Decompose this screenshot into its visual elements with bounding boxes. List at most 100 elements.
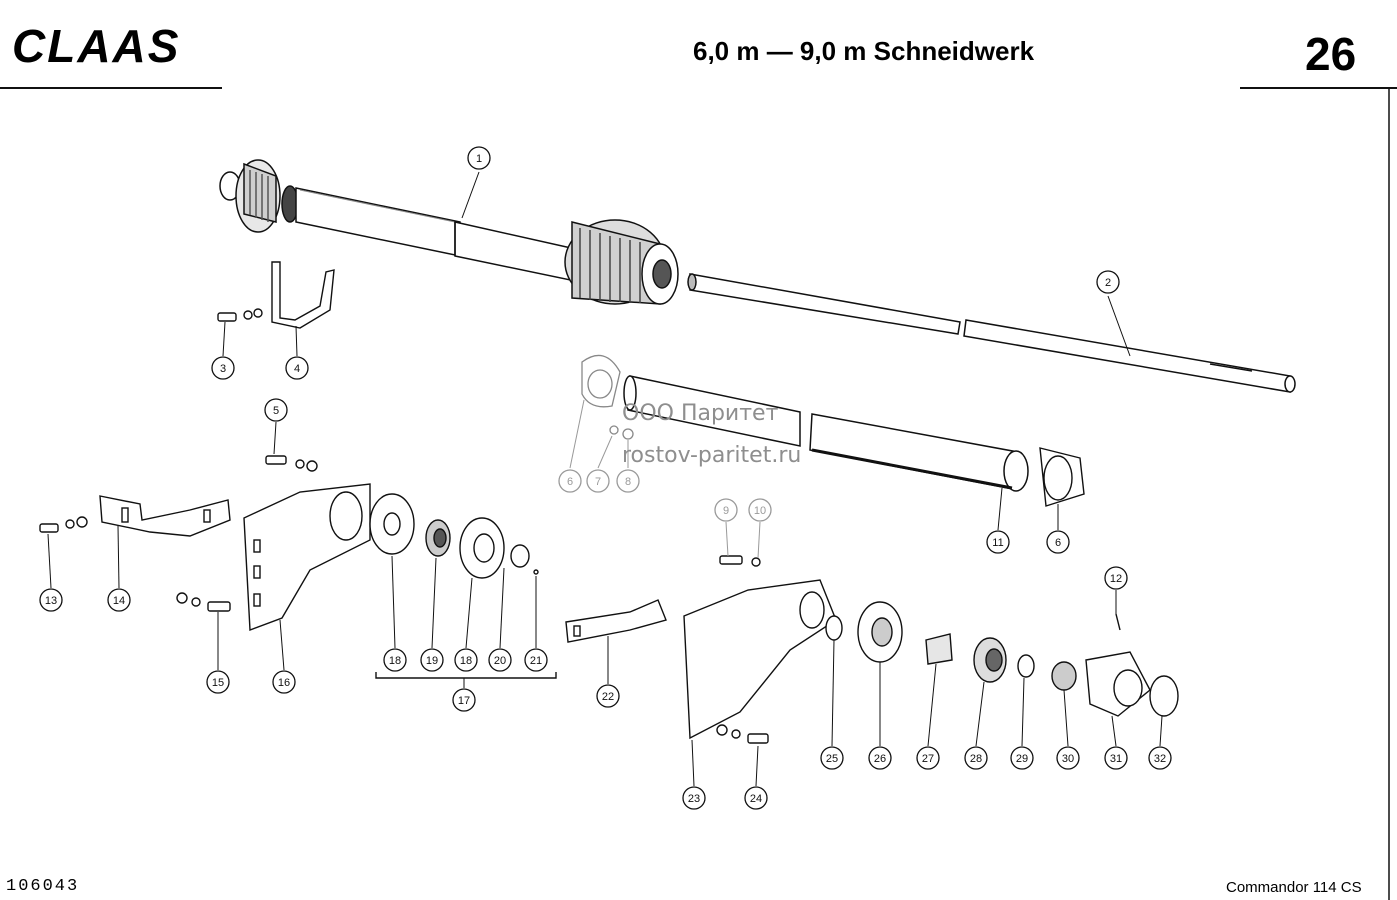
callout-label: 17 bbox=[458, 695, 470, 707]
watermark-company: ООО Паритет bbox=[622, 401, 779, 426]
callout-32: 32 bbox=[1148, 746, 1172, 770]
callout-circle bbox=[39, 588, 63, 612]
callout-2: 2 bbox=[1096, 270, 1120, 294]
callout-20: 20 bbox=[488, 648, 512, 672]
callout-label: 5 bbox=[273, 405, 279, 417]
callout-17: 17 bbox=[452, 688, 476, 712]
callout-label: 22 bbox=[602, 691, 614, 703]
callout-label: 7 bbox=[595, 476, 601, 488]
callout-14: 14 bbox=[107, 588, 131, 612]
callout-8: 8 bbox=[616, 469, 640, 493]
watermark-url: rostov-paritet.ru bbox=[622, 443, 801, 468]
callout-label: 30 bbox=[1062, 753, 1074, 765]
callout-label: 11 bbox=[992, 537, 1003, 549]
callout-circle bbox=[452, 688, 476, 712]
callout-circle bbox=[467, 146, 491, 170]
callout-circle bbox=[211, 356, 235, 380]
callout-label: 8 bbox=[625, 476, 631, 488]
callout-label: 31 bbox=[1110, 753, 1122, 765]
part-1-drive-shaft bbox=[219, 159, 679, 305]
callout-label: 10 bbox=[754, 505, 766, 517]
callout-label: 13 bbox=[45, 595, 57, 607]
callout-circle bbox=[1010, 746, 1034, 770]
callout-circle bbox=[596, 684, 620, 708]
leader-lines bbox=[47, 171, 1163, 787]
callout-circle bbox=[986, 530, 1010, 554]
callout-3: 3 bbox=[211, 356, 235, 380]
callout-9: 9 bbox=[714, 498, 738, 522]
callout-13: 13 bbox=[39, 588, 63, 612]
callout-7: 7 bbox=[586, 469, 610, 493]
part-11-tube bbox=[623, 375, 1029, 492]
callout-26: 26 bbox=[868, 746, 892, 770]
callout-30: 30 bbox=[1056, 746, 1080, 770]
callout-circle bbox=[272, 670, 296, 694]
part-22-strap bbox=[565, 599, 667, 643]
callout-25: 25 bbox=[820, 746, 844, 770]
callout-label: 16 bbox=[278, 677, 290, 689]
callout-circle bbox=[616, 469, 640, 493]
callout-circle bbox=[558, 469, 582, 493]
callout-label: 3 bbox=[220, 363, 226, 375]
callout-circle bbox=[1096, 270, 1120, 294]
callout-27: 27 bbox=[916, 746, 940, 770]
callout-29: 29 bbox=[1010, 746, 1034, 770]
callout-label: 20 bbox=[494, 655, 506, 667]
callout-circle bbox=[1104, 566, 1128, 590]
part-13-14-angle-bracket bbox=[39, 495, 231, 537]
callout-circle bbox=[1046, 530, 1070, 554]
callout-6: 6 bbox=[558, 469, 582, 493]
callout-circle bbox=[383, 648, 407, 672]
part-6-7-8-clamp bbox=[581, 354, 634, 440]
callout-22: 22 bbox=[596, 684, 620, 708]
callout-18: 18 bbox=[454, 648, 478, 672]
callout-18: 18 bbox=[383, 648, 407, 672]
part-25-32-bearing-row bbox=[825, 601, 1179, 717]
callout-1: 1 bbox=[467, 146, 491, 170]
callout-label: 12 bbox=[1110, 573, 1122, 585]
callout-label: 29 bbox=[1016, 753, 1028, 765]
callout-label: 6 bbox=[567, 476, 573, 488]
callout-circle bbox=[1104, 746, 1128, 770]
callout-21: 21 bbox=[524, 648, 548, 672]
callout-circle bbox=[524, 648, 548, 672]
callout-19: 19 bbox=[420, 648, 444, 672]
callout-circle bbox=[586, 469, 610, 493]
callout-23: 23 bbox=[682, 786, 706, 810]
callout-circle bbox=[820, 746, 844, 770]
callout-label: 27 bbox=[922, 753, 934, 765]
callout-circle bbox=[916, 746, 940, 770]
callout-12: 12 bbox=[1104, 566, 1128, 590]
callout-label: 21 bbox=[530, 655, 542, 667]
callout-circle bbox=[964, 746, 988, 770]
callout-label: 24 bbox=[750, 793, 762, 805]
callout-28: 28 bbox=[964, 746, 988, 770]
callout-label: 9 bbox=[723, 505, 729, 517]
callout-label: 18 bbox=[389, 655, 401, 667]
callout-label: 4 bbox=[294, 363, 300, 375]
callout-label: 14 bbox=[113, 595, 125, 607]
drawing-number: 106043 bbox=[6, 877, 79, 896]
callout-label: 23 bbox=[688, 793, 700, 805]
callout-label: 18 bbox=[460, 655, 472, 667]
part-2-splined-shaft bbox=[687, 273, 1296, 393]
part-3-4-bracket bbox=[217, 261, 335, 329]
callout-4: 4 bbox=[285, 356, 309, 380]
callout-circle bbox=[714, 498, 738, 522]
callout-circle bbox=[1148, 746, 1172, 770]
callout-circle bbox=[454, 648, 478, 672]
callout-11: 11 bbox=[986, 530, 1010, 554]
callout-circle bbox=[107, 588, 131, 612]
page-number: 26 bbox=[1305, 28, 1356, 80]
callout-label: 6 bbox=[1055, 537, 1061, 549]
claas-logo: CLAAS bbox=[12, 20, 180, 72]
part-23-support-plate bbox=[683, 555, 837, 744]
callout-label: 32 bbox=[1154, 753, 1166, 765]
callout-5: 5 bbox=[264, 398, 288, 422]
callout-16: 16 bbox=[272, 670, 296, 694]
part-18-21-bearing-group bbox=[369, 493, 557, 679]
callout-label: 28 bbox=[970, 753, 982, 765]
callout-circle bbox=[1056, 746, 1080, 770]
